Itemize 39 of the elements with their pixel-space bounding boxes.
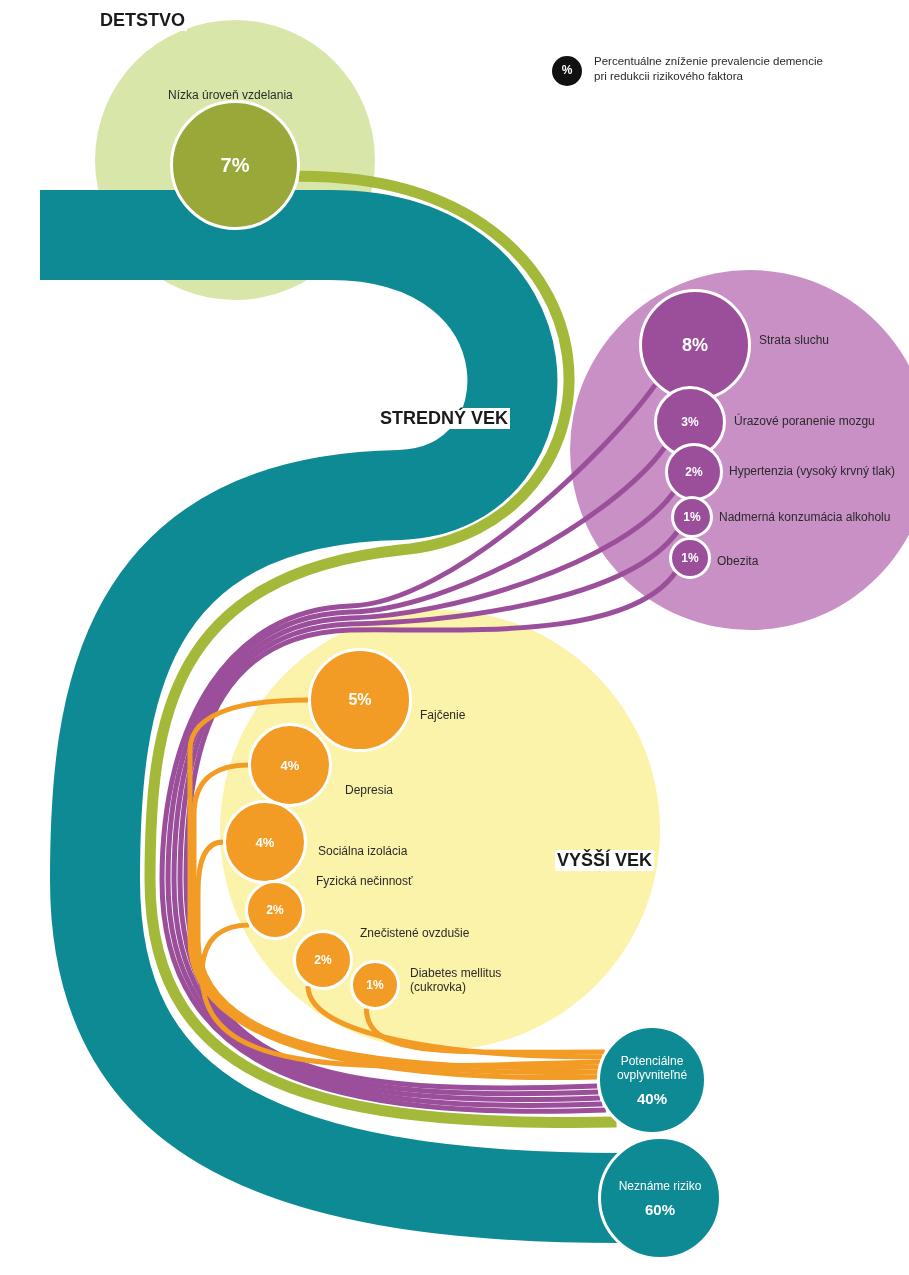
flow-line [187, 697, 598, 1080]
percent-value: 2% [685, 465, 703, 479]
percent-value: 1% [681, 551, 699, 565]
risk-factor-label: Strata sluchu [759, 333, 830, 347]
risk-factor-label: Fyzická nečinnosť [316, 874, 413, 888]
outcome-value: 40% [637, 1089, 667, 1107]
flow-line [199, 922, 601, 1069]
risk-factor-label: Nízka úroveň vzdelania [168, 88, 293, 102]
percent-value: 1% [683, 510, 701, 524]
percent-value: 2% [266, 903, 284, 917]
outcome-label: Neznáme riziko [618, 1178, 702, 1193]
percent-value: 8% [682, 334, 708, 356]
risk-factor-label: Znečistené ovzdušie [360, 926, 470, 940]
percent-value: 7% [220, 153, 250, 177]
percent-value: 4% [255, 834, 275, 850]
section-heading: DETSTVO [98, 10, 187, 31]
section-heading: STREDNÝ VEK [378, 408, 511, 429]
legend-text: Percentuálne zníženie prevalencie demencie pri redukcii rizikového faktora [594, 54, 824, 84]
outcome-value: 60% [645, 1200, 675, 1218]
risk-factor-label: Sociálna izolácia [318, 844, 408, 858]
risk-factor-label: Obezita [717, 554, 759, 568]
risk-factor-label: Fajčenie [420, 708, 466, 722]
risk-factor-label: Diabetes mellitus (cukrovka) [410, 966, 503, 994]
risk-factor-label: Úrazové poranenie mozgu [734, 414, 875, 428]
percent-value: 5% [348, 691, 372, 709]
risk-factor-label: Nadmerná konzumácia alkoholu [719, 510, 891, 524]
risk-factor-label: Depresia [345, 783, 394, 797]
percent-sign: % [560, 63, 574, 77]
flow-line [191, 762, 598, 1075]
percent-value: 3% [681, 415, 699, 429]
percent-value: 4% [280, 757, 300, 773]
percent-value: 1% [366, 978, 384, 992]
outcome-label: Potenciálne ovplyvniteľné [615, 1053, 689, 1082]
percent-value: 2% [314, 953, 332, 967]
section-heading: VYŠŠÍ VEK [555, 850, 655, 871]
flow-line [305, 985, 603, 1060]
flow-line [363, 1008, 605, 1055]
risk-factor-label: Hypertenzia (vysoký krvný tlak) [729, 464, 896, 478]
flow-line [144, 170, 617, 1128]
